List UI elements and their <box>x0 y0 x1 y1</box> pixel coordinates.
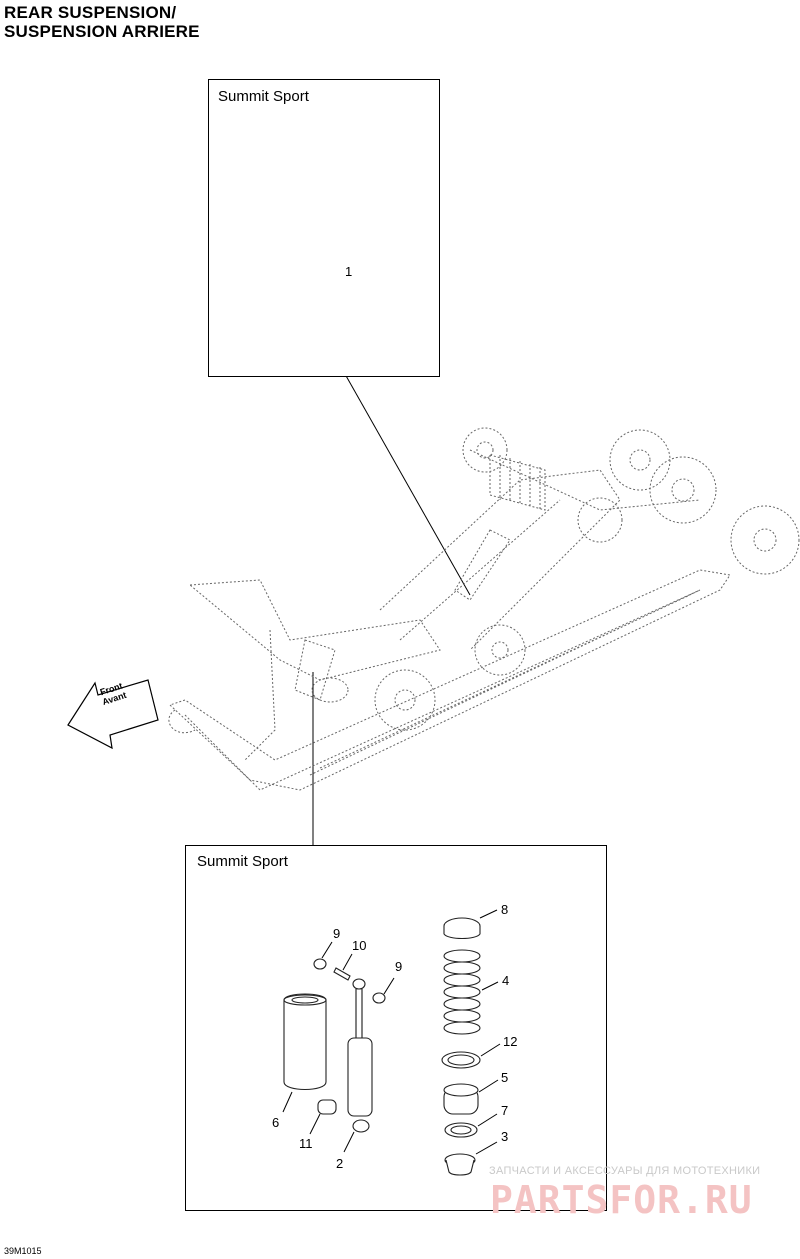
callout-5: 5 <box>501 1070 509 1085</box>
callout-2: 2 <box>336 1156 344 1171</box>
callout-8: 8 <box>501 902 509 917</box>
callout-10: 10 <box>352 938 367 953</box>
front-arrow <box>67 679 159 750</box>
callout-1: 1 <box>345 264 353 279</box>
bottom-detail-box <box>185 845 607 1211</box>
top-detail-box <box>208 79 440 377</box>
spring-drawing <box>443 949 481 1035</box>
bottom-parts-drawing <box>282 909 501 1176</box>
callout-12: 12 <box>503 1034 518 1049</box>
callout-3: 3 <box>501 1129 509 1144</box>
callout-11: 11 <box>299 1136 313 1151</box>
callout-4: 4 <box>502 973 510 988</box>
callout-9-right: 9 <box>395 959 403 974</box>
diagram-code: 39M1015 <box>4 1246 42 1256</box>
top-leader-line <box>344 373 471 596</box>
callout-6: 6 <box>272 1115 280 1130</box>
title-line-2: SUSPENSION ARRIERE <box>4 22 200 41</box>
page-title: REAR SUSPENSION/ SUSPENSION ARRIERE <box>4 3 200 41</box>
callout-9-left: 9 <box>333 926 341 941</box>
bottom-box-label: Summit Sport <box>197 853 288 870</box>
callout-7: 7 <box>501 1103 509 1118</box>
title-line-1: REAR SUSPENSION/ <box>4 3 177 22</box>
top-box-label: Summit Sport <box>218 88 309 105</box>
suspension-assembly <box>168 427 800 791</box>
watermark-logo: PARTSFOR.RU <box>490 1178 753 1222</box>
watermark-tagline: ЗАПЧАСТИ И АКСЕССУАРЫ ДЛЯ МОТОТЕХНИКИ <box>489 1165 761 1177</box>
